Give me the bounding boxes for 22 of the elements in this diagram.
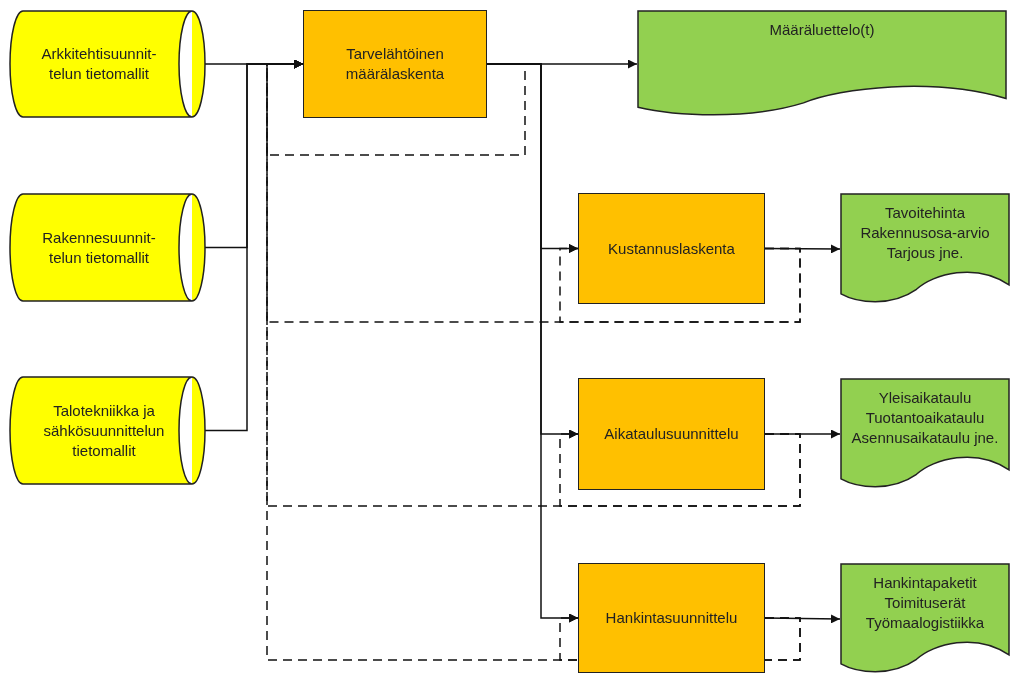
node-label: Kustannuslaskenta [607, 238, 736, 259]
node-label: Hankintasuunnittelu [604, 608, 739, 628]
process-box [578, 378, 765, 490]
process-box [578, 563, 765, 673]
data-store-cylinder [10, 376, 205, 485]
document-shape [840, 193, 1010, 305]
node-label: Tarvelähtöinen määrälaskenta [344, 44, 446, 84]
node-label: Tavoitehinta Rakennusosa-arvio Tarjous jne. [859, 203, 991, 263]
process-box [303, 10, 487, 118]
data-store-cylinder [10, 193, 205, 302]
data-store-cylinder [10, 10, 205, 118]
node-label: Määräluettelo(t) [768, 20, 876, 40]
node-label: Rakennesuunnit- telun tietomallit [41, 227, 157, 268]
node-label: Yleisaikataulu Tuotantoaikataulu Asennusaikataulu jne. [850, 388, 1000, 448]
node-label: Aikataulusuunnittelu [603, 424, 740, 444]
node-label: Hankintapaketit Toimituserät Työmaalogistiikka [864, 573, 986, 633]
node-label: Talotekniikka ja sähkösuunnittelun tietomallit [42, 400, 166, 461]
document-shape [840, 563, 1010, 675]
document-shape [840, 378, 1010, 490]
process-box [578, 193, 765, 304]
document-shape [637, 10, 1007, 118]
node-label: Arkkitehtisuunnit- telun tietomallit [40, 44, 158, 84]
